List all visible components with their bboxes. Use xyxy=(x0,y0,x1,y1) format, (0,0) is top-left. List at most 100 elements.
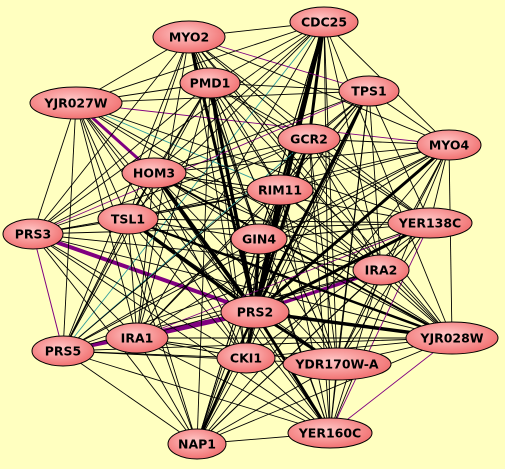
edge-gin4-nap1 xyxy=(196,238,260,445)
edge-yer160c-yer138c xyxy=(329,222,431,434)
node-ellipse xyxy=(179,67,241,99)
edge-myo4-ira1 xyxy=(136,144,450,339)
node-ydr170w-a[interactable]: YDR170W-A xyxy=(282,347,392,381)
edge-prs3-prs5 xyxy=(32,233,64,352)
node-gin4[interactable]: GIN4 xyxy=(230,223,288,255)
edge-yer138c-ydr170w-a xyxy=(336,222,431,365)
node-ellipse xyxy=(29,86,123,120)
edge-myo4-hom3 xyxy=(153,144,450,174)
edge-rim11-ira1 xyxy=(136,189,281,339)
node-ira1[interactable]: IRA1 xyxy=(105,322,169,354)
node-yer160c[interactable]: YER160C xyxy=(287,417,373,449)
edge-myo2-prs3 xyxy=(32,36,190,235)
node-ellipse xyxy=(230,223,288,255)
edge-hom3-prs5 xyxy=(62,172,155,352)
node-ellipse xyxy=(121,157,187,189)
node-ira2[interactable]: IRA2 xyxy=(352,254,410,286)
edge-tsl1-cki1 xyxy=(127,218,247,359)
node-nap1[interactable]: NAP1 xyxy=(167,428,227,460)
node-ellipse xyxy=(338,75,400,107)
edge-cdc25-hom3 xyxy=(153,21,325,174)
node-label: CDC25 xyxy=(301,15,347,30)
edge-myo2-tsl1 xyxy=(127,36,190,220)
node-tps1[interactable]: TPS1 xyxy=(338,75,400,107)
edge-myo4-yjr028w xyxy=(448,144,453,339)
node-gcr2[interactable]: GCR2 xyxy=(277,123,341,155)
node-cki1[interactable]: CKI1 xyxy=(216,342,276,374)
node-label: PRS3 xyxy=(15,227,52,242)
edge-yjr028w-yer160c xyxy=(329,337,453,434)
edge-prs3-yjr028w xyxy=(32,233,453,339)
edge-tps1-yer138c xyxy=(368,90,431,224)
edge-prs2-pmd1 xyxy=(208,82,257,313)
node-pmd1[interactable]: PMD1 xyxy=(179,67,241,99)
node-myo2[interactable]: MYO2 xyxy=(152,20,226,54)
edge-tsl1-yjr028w xyxy=(127,217,453,340)
edge-tps1-nap1 xyxy=(196,90,370,445)
node-label: YJR028W xyxy=(419,331,483,346)
edge-gin4-ydr170w-a xyxy=(258,238,338,365)
node-label: TPS1 xyxy=(351,84,386,99)
node-label: IRA1 xyxy=(121,331,154,346)
node-hom3[interactable]: HOM3 xyxy=(121,157,187,189)
node-ellipse xyxy=(405,321,499,355)
node-label: CKI1 xyxy=(230,351,262,366)
node-ellipse xyxy=(282,347,392,381)
edge-hom3-yjr028w xyxy=(153,172,453,339)
edge-prs3-yer160c xyxy=(32,233,331,434)
node-ellipse xyxy=(220,295,290,329)
edge-pmd1-yjr028w xyxy=(209,82,453,339)
edge-myo4-ira2 xyxy=(380,144,450,271)
edge-tps1-ira2 xyxy=(368,90,382,271)
node-ellipse xyxy=(277,123,341,155)
edge-cdc25-yjr028w xyxy=(323,21,453,339)
node-yer138c[interactable]: YER138C xyxy=(387,207,473,239)
edge-yjr027w-prs5 xyxy=(62,102,77,352)
edge-yjr027w-nap1 xyxy=(75,102,198,445)
edge-myo4-nap1 xyxy=(196,144,450,445)
node-label: RIM11 xyxy=(258,183,302,198)
node-label: TSL1 xyxy=(111,212,145,227)
edge-pmd1-rim11 xyxy=(209,82,281,191)
node-label: MYO2 xyxy=(169,30,209,45)
node-label: PRS2 xyxy=(237,305,274,320)
edge-yjr027w-prs3 xyxy=(32,102,77,235)
node-label: PRS5 xyxy=(45,344,82,359)
node-yjr028w[interactable]: YJR028W xyxy=(405,321,499,355)
edge-tsl1-prs5 xyxy=(62,218,129,352)
edge-cdc25-prs3 xyxy=(32,21,325,235)
node-ellipse xyxy=(97,203,159,235)
node-label: NAP1 xyxy=(178,437,216,452)
edge-yjr028w-nap1 xyxy=(196,337,453,445)
edge-cdc25-gcr2 xyxy=(307,21,326,140)
node-prs3[interactable]: PRS3 xyxy=(2,218,64,250)
node-prs5[interactable]: PRS5 xyxy=(31,335,95,367)
node-myo4[interactable]: MYO4 xyxy=(416,129,482,161)
node-tsl1[interactable]: TSL1 xyxy=(97,203,159,235)
node-yjr027w[interactable]: YJR027W xyxy=(29,86,123,120)
edge-cdc25-ydr170w-a xyxy=(323,21,338,365)
edge-myo2-rim11 xyxy=(188,36,281,191)
edge-prs5-nap1 xyxy=(62,350,198,445)
node-prs2[interactable]: PRS2 xyxy=(220,295,290,329)
node-label: MYO4 xyxy=(429,138,470,153)
node-ellipse xyxy=(387,207,473,239)
edge-pmd1-prs3 xyxy=(32,82,211,235)
edge-myo4-ydr170w-a xyxy=(336,144,450,365)
edge-pmd1-gin4 xyxy=(209,82,260,240)
node-label: YDR170W-A xyxy=(294,357,379,372)
edge-prs5-yer160c xyxy=(62,350,331,434)
edge-pmd1-nap1 xyxy=(196,82,211,445)
edge-gcr2-tsl1 xyxy=(127,138,310,220)
node-cdc25[interactable]: CDC25 xyxy=(289,6,359,38)
node-rim11[interactable]: RIM11 xyxy=(246,174,314,206)
edge-cdc25-yjr027w xyxy=(75,21,325,104)
edge-yer138c-prs3 xyxy=(32,222,431,235)
edge-prs3-ira1 xyxy=(32,233,138,339)
node-ellipse xyxy=(352,254,410,286)
edge-hom3-cki1 xyxy=(153,172,247,359)
edge-yjr027w-myo4 xyxy=(75,102,450,146)
edge-gcr2-prs3 xyxy=(32,138,310,235)
